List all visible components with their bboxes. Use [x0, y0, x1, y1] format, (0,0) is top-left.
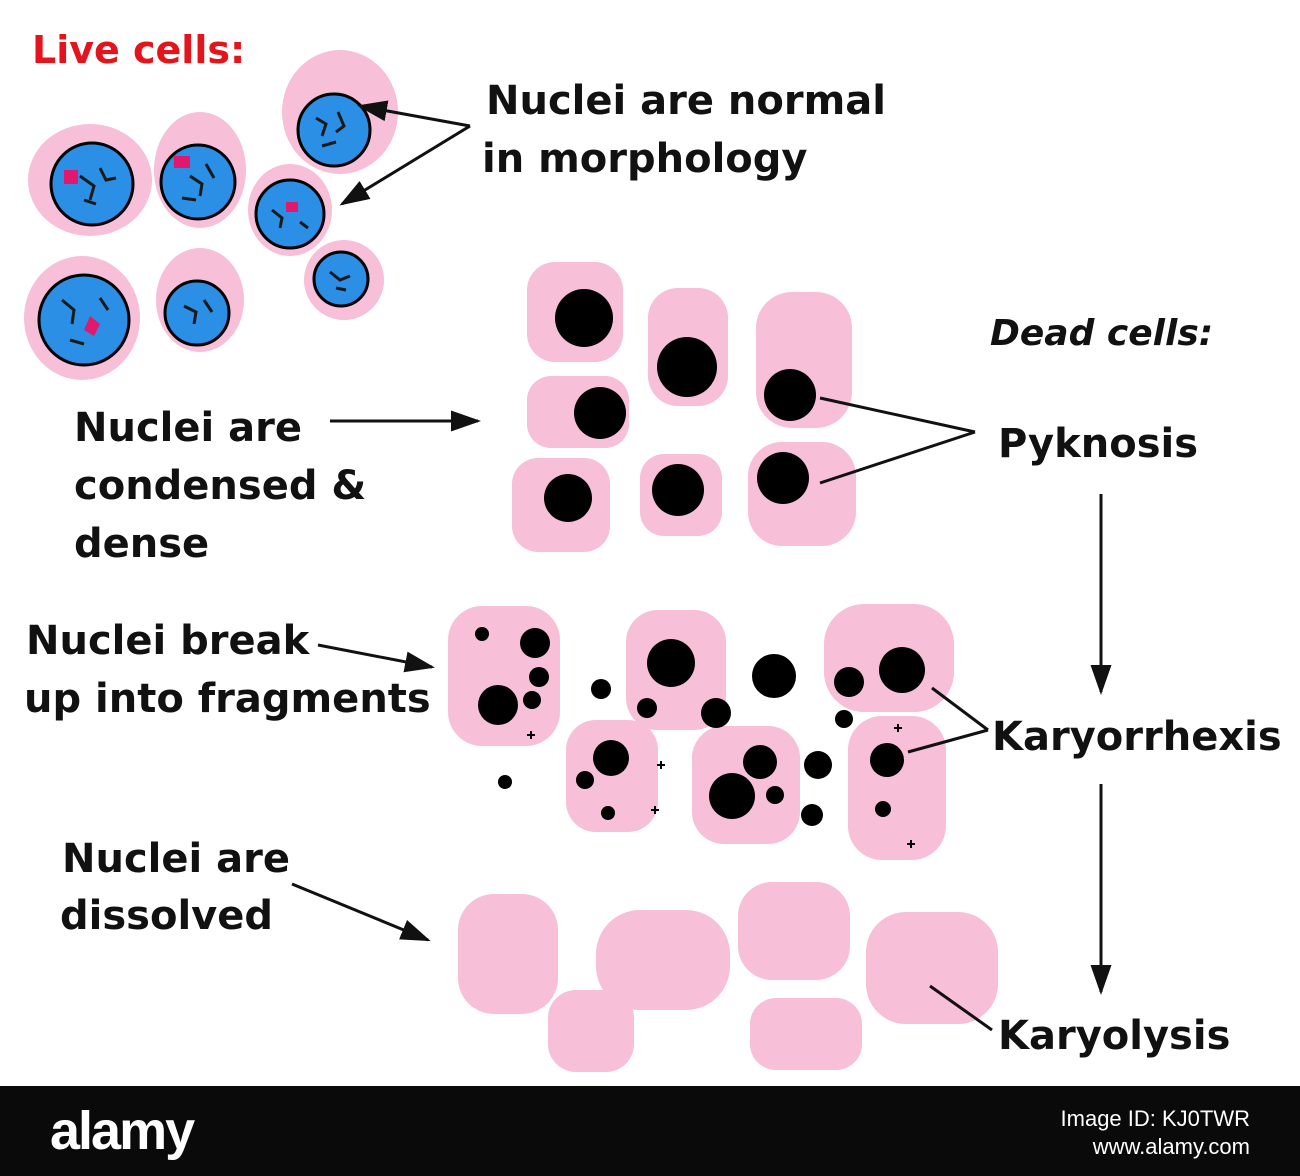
live-callout-line2: in morphology: [482, 136, 808, 182]
fragment-sparkles: [527, 724, 915, 848]
condensed-line2: condensed &: [74, 463, 366, 509]
dissolved-line2: dissolved: [60, 893, 273, 939]
nuclear-fragments: [475, 627, 925, 826]
live-cell: [24, 256, 140, 380]
fragmented-cell: [848, 716, 946, 860]
dead-cells-title: Dead cells:: [990, 313, 1213, 354]
brand-logo: alamy: [50, 1101, 195, 1161]
fragments-line1: Nuclei break: [26, 618, 311, 664]
arrow-to-live-nucleus: [357, 100, 471, 128]
line-to-karyorrhexis: [931, 686, 989, 732]
nucleolus: [174, 156, 190, 168]
nucleolus: [286, 202, 298, 212]
condensed-nucleus: [574, 387, 626, 439]
condensed-nucleus: [544, 474, 592, 522]
live-nucleus: [296, 92, 372, 168]
dissolved-cell: [548, 990, 634, 1072]
live-cells-group: [24, 50, 398, 380]
pyknosis-label: Pyknosis: [998, 421, 1198, 467]
line-to-pyknosis: [819, 430, 976, 485]
live-cell: [248, 164, 332, 256]
arrow-to-live-nucleus: [339, 124, 471, 206]
live-cell: [304, 240, 384, 320]
live-nucleus: [37, 273, 131, 367]
callout-lines: [291, 100, 1112, 1032]
image-id: Image ID: KJ0TWR: [1060, 1106, 1250, 1131]
live-cell: [154, 112, 246, 228]
condensed-nucleus: [757, 452, 809, 504]
dissolved-cell: [750, 998, 862, 1070]
fragments-line2: up into fragments: [24, 676, 431, 722]
stock-footer: alamy Image ID: KJ0TWR www.alamy.com: [0, 1086, 1300, 1176]
karyorrhexis-cells-group: [448, 604, 954, 860]
line-to-karyolysis: [929, 984, 993, 1032]
live-callout-line1: Nuclei are normal: [486, 78, 886, 124]
nucleolus: [84, 316, 100, 336]
site-url[interactable]: www.alamy.com: [1092, 1134, 1250, 1159]
live-nucleus: [254, 178, 326, 250]
arrow-fragments: [317, 643, 435, 673]
diagram-canvas: Live cells: Nuclei are normal in morphol…: [24, 28, 1282, 1072]
pyknosis-cells-group: [512, 262, 856, 552]
dissolved-cell: [596, 910, 730, 1010]
condensed-nucleus: [652, 464, 704, 516]
dissolved-cell: [866, 912, 998, 1024]
line-to-karyorrhexis: [907, 728, 989, 754]
condensed-line3: dense: [74, 521, 209, 567]
condensed-line1: Nuclei are: [74, 405, 302, 451]
karyorrhexis-label: Karyorrhexis: [992, 714, 1282, 760]
line-to-pyknosis: [819, 396, 976, 434]
nucleolus: [64, 170, 78, 184]
condensed-nucleus: [657, 337, 717, 397]
live-cell: [28, 124, 152, 236]
arrow-dissolved: [291, 882, 431, 942]
live-cell: [282, 50, 398, 174]
condensed-nucleus: [764, 369, 816, 421]
live-cells-title: Live cells:: [32, 28, 245, 72]
condensed-nucleus: [555, 289, 613, 347]
karyolysis-cells-group: [458, 882, 998, 1072]
dissolved-cell: [738, 882, 850, 980]
fragmented-cell: [566, 720, 658, 832]
dissolved-cell: [458, 894, 558, 1014]
karyolysis-label: Karyolysis: [998, 1013, 1230, 1059]
live-cell: [156, 248, 244, 352]
dissolved-line1: Nuclei are: [62, 836, 290, 882]
